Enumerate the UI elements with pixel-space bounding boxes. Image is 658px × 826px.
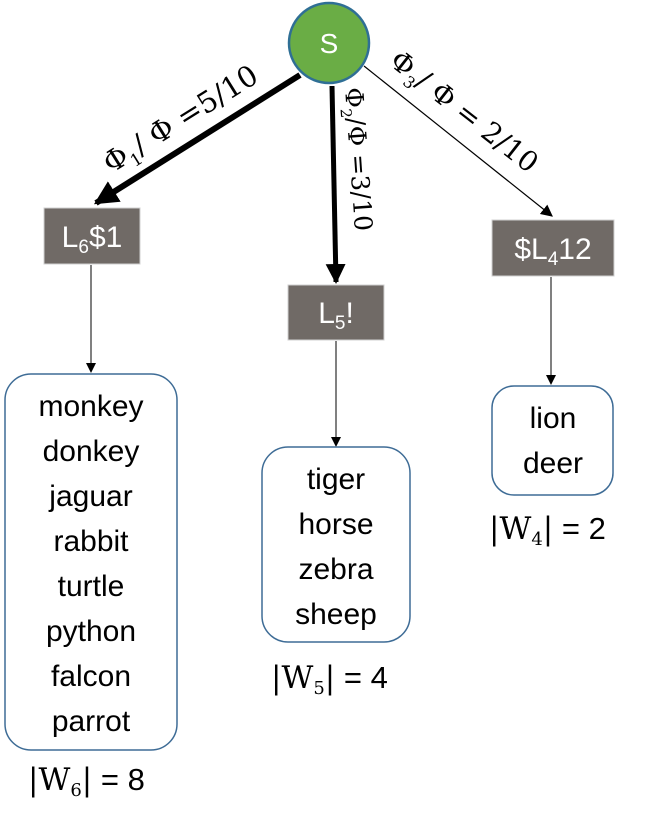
- edge-2-phi-subscript: 2: [336, 108, 355, 119]
- group-1-word: turtle: [58, 570, 125, 603]
- count-3-sub: 4: [531, 529, 542, 550]
- edge-2-phi: Φ: [339, 86, 369, 108]
- edge-1-label: Φ1/ Φ =5/10: [97, 58, 267, 184]
- count-2-bar-right: |: [325, 660, 335, 696]
- state-box-3-label: $L412: [514, 233, 591, 270]
- count-1-symbol: W: [38, 762, 70, 798]
- edge-2-ratio: /Φ =3/10: [341, 116, 378, 232]
- group-3-word: lion: [530, 402, 577, 435]
- state-2-prefix: L: [318, 297, 335, 330]
- group-2-word: horse: [298, 508, 373, 541]
- state-box-2: [287, 284, 385, 341]
- edge-3-ratio: / Φ = 2/10: [410, 64, 545, 180]
- group-1-word: python: [46, 615, 136, 648]
- edge-2-label: Φ2/Φ =3/10: [335, 86, 378, 232]
- group-1-word: jaguar: [48, 480, 132, 513]
- count-2-sub: 5: [313, 678, 324, 699]
- edge-3-label: Φ3/ Φ = 2/10: [381, 44, 545, 183]
- group-1-word: rabbit: [53, 525, 129, 558]
- count-1-bar-right: |: [82, 762, 92, 798]
- count-3-equals: =: [553, 511, 588, 546]
- state-2-suffix: !: [345, 297, 353, 330]
- edge-2-arrow: [325, 85, 346, 284]
- state-box-3: [491, 219, 615, 277]
- group-1-word: parrot: [52, 705, 131, 738]
- count-2-equals: =: [335, 660, 370, 695]
- group-1-word: falcon: [51, 660, 131, 693]
- state-1-suffix: $1: [89, 221, 122, 254]
- edge-1-arrow: [93, 72, 302, 206]
- word-box-2: [261, 446, 411, 643]
- edge-3-arrow: [363, 65, 553, 217]
- count-1-value: 8: [128, 762, 145, 797]
- group-1-word: donkey: [43, 435, 140, 468]
- group-3-word: deer: [523, 447, 583, 480]
- group-2-word: tiger: [307, 463, 365, 496]
- count-label-2: |W5| = 4: [271, 660, 388, 699]
- count-2-value: 4: [371, 660, 388, 695]
- count-1-sub: 6: [70, 780, 81, 801]
- state-1-sub: 6: [78, 237, 89, 258]
- state-3-suffix: 12: [558, 233, 591, 266]
- count-label-1: |W6| = 8: [28, 762, 145, 801]
- count-3-bar-right: |: [543, 511, 553, 547]
- count-2-symbol: W: [281, 660, 313, 696]
- count-label-3: |W4| = 2: [489, 511, 606, 550]
- count-2-bar-left: |: [271, 660, 281, 696]
- state-2-sub: 5: [335, 313, 346, 334]
- state-1-prefix: L: [62, 221, 79, 254]
- group-2-word: zebra: [298, 553, 373, 586]
- count-3-bar-left: |: [489, 511, 499, 547]
- state-box-2-label: L5!: [318, 297, 354, 334]
- count-3-value: 2: [589, 511, 606, 546]
- count-1-equals: =: [92, 762, 127, 797]
- state-box-1: [43, 207, 141, 265]
- state-3-sub: 4: [548, 249, 559, 270]
- root-node: [287, 1, 371, 85]
- word-box-3: [491, 385, 614, 496]
- group-2-word: sheep: [295, 598, 377, 631]
- state-3-prefix: $L: [514, 233, 547, 266]
- word-box-1: [4, 373, 178, 751]
- count-3-symbol: W: [499, 511, 531, 547]
- root-node-label: S: [320, 28, 339, 59]
- state-box-1-label: L6$1: [62, 221, 123, 258]
- count-1-bar-left: |: [28, 762, 38, 798]
- group-1-word: monkey: [38, 390, 143, 423]
- words-layer: monkey donkey jaguar rabbit turtle python falc…: [38, 390, 583, 738]
